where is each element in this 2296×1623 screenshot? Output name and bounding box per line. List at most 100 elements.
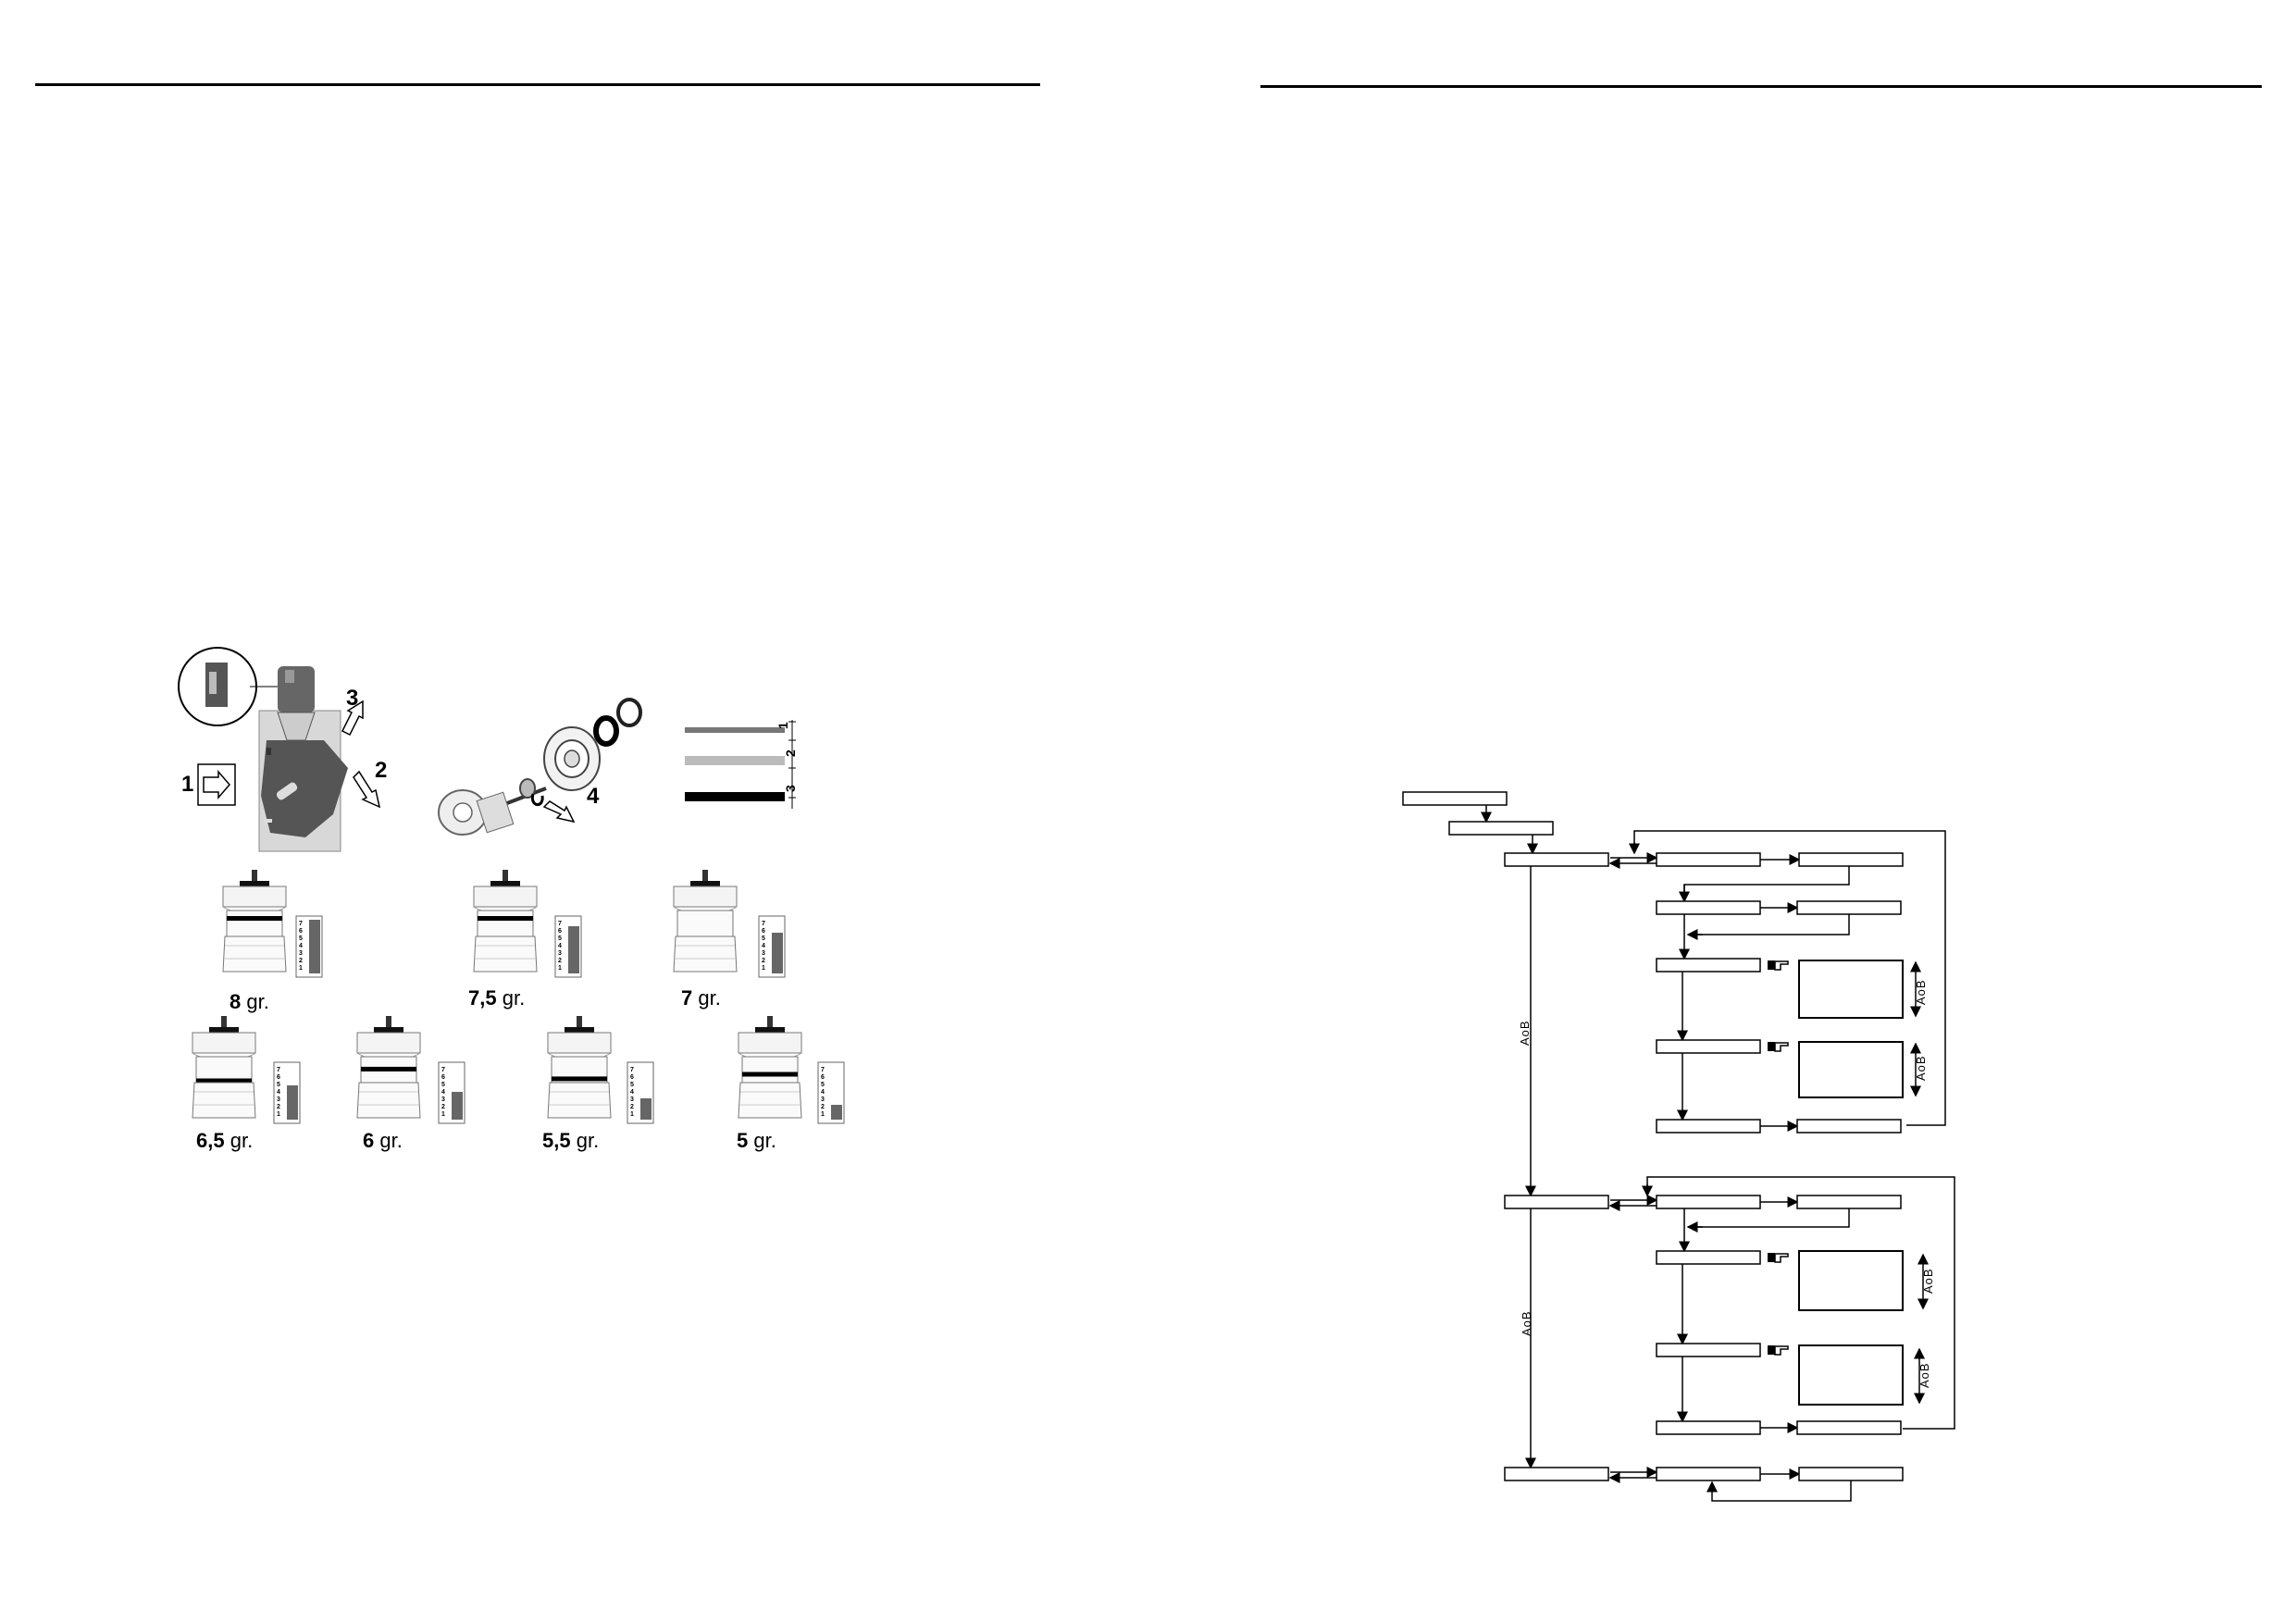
- aob-label-row-7: AoB: [1917, 1362, 1931, 1388]
- lower-body: [547, 1082, 612, 1119]
- lower-body: [192, 1082, 256, 1119]
- spindle: [702, 870, 708, 881]
- spindle: [386, 1016, 391, 1027]
- scale-digit: 5: [762, 935, 765, 942]
- weight-ring: [742, 1072, 798, 1077]
- aob-label-section-1: AoB: [1518, 1020, 1532, 1046]
- scale-digit: 7: [558, 921, 562, 927]
- left-header-rule: [35, 83, 1040, 86]
- scale-digit: 3: [299, 950, 303, 957]
- lower-body: [356, 1082, 421, 1119]
- spindle: [767, 1016, 773, 1027]
- step-1-label: 1: [181, 772, 193, 797]
- scale-fill: [452, 1092, 463, 1120]
- spindle: [221, 1016, 227, 1027]
- spindle: [503, 870, 508, 881]
- scale-digit: 3: [630, 1096, 634, 1103]
- scale-digit: 2: [821, 1104, 825, 1110]
- upper-body: [547, 1032, 612, 1054]
- scale-digit: 4: [441, 1089, 445, 1096]
- scale-digit: 5: [558, 935, 562, 942]
- aob-label-row-4: AoB: [1914, 1055, 1928, 1081]
- color-bars: [685, 720, 796, 809]
- scale-digit: 2: [558, 958, 562, 964]
- spindle: [577, 1016, 582, 1027]
- scale-digit: 2: [630, 1104, 634, 1110]
- pointing-hand-icon: [1768, 960, 1789, 971]
- weight-ring: [361, 1066, 416, 1072]
- scale-digit: 2: [762, 958, 765, 964]
- weight-6-5-label: 6,5 gr.: [196, 1129, 253, 1152]
- upper-body: [473, 886, 538, 908]
- scale-digit: 3: [762, 950, 765, 957]
- scale-digit: 6: [277, 1074, 280, 1081]
- scale-digit: 2: [441, 1104, 445, 1110]
- scale-digit: 6: [821, 1074, 825, 1081]
- scale-digit: 6: [441, 1074, 445, 1081]
- pointing-hand-icon: [1768, 1042, 1789, 1052]
- weight-ring: [196, 1078, 252, 1084]
- lower-body: [738, 1082, 802, 1119]
- upper-body: [673, 886, 738, 908]
- scale-digit: 4: [630, 1089, 634, 1096]
- scale-digit: 7: [630, 1067, 634, 1073]
- lower-body: [673, 935, 738, 973]
- cap: [690, 881, 720, 886]
- scale-digit: 7: [277, 1067, 280, 1073]
- step-3-label: 3: [346, 686, 358, 711]
- weight-5-label: 5 gr.: [737, 1129, 776, 1152]
- scale-digit: 7: [441, 1067, 445, 1073]
- scale-digit: 1: [441, 1111, 445, 1118]
- scale-digit: 5: [630, 1082, 634, 1088]
- scale-digit: 5: [299, 935, 303, 942]
- scale-digit: 7: [299, 921, 303, 927]
- weight-5-5-label: 5,5 gr.: [542, 1129, 599, 1152]
- step-4-label: 4: [587, 784, 600, 809]
- scale-digit: 3: [821, 1096, 825, 1103]
- mid-body: [226, 910, 283, 937]
- pointing-hand-icon: [1768, 1253, 1789, 1263]
- scale-digit: 4: [299, 943, 303, 949]
- mid-body: [676, 910, 734, 937]
- weight-assemblies: 7654321765432176543217654321765432176543…: [192, 870, 845, 1124]
- mid-body: [195, 1056, 253, 1084]
- scale-digit: 4: [277, 1089, 280, 1096]
- scale-digit: 1: [558, 965, 562, 972]
- weight-ring: [478, 916, 533, 921]
- scale-digit: 1: [299, 965, 303, 972]
- bar-2-label: 2: [783, 750, 798, 757]
- weight-8-label: 8 gr.: [230, 990, 269, 1013]
- lower-body: [473, 935, 538, 973]
- disassembly-illustration: [178, 647, 642, 852]
- mid-body: [741, 1056, 799, 1084]
- bar-3-label: 3: [783, 785, 798, 792]
- weight-ring: [552, 1076, 607, 1082]
- scale-digit: 2: [277, 1104, 280, 1110]
- scale-fill: [831, 1105, 842, 1120]
- cap: [490, 881, 520, 886]
- scale-digit: 2: [299, 958, 303, 964]
- scale-digit: 3: [277, 1096, 280, 1103]
- cap: [755, 1027, 785, 1033]
- upper-body: [222, 886, 287, 908]
- scale-digit: 4: [821, 1089, 825, 1096]
- menu-flowchart: [1402, 791, 1955, 1502]
- aob-label-row-3: AoB: [1914, 979, 1928, 1005]
- scale-fill: [309, 920, 320, 973]
- scale-digit: 5: [441, 1082, 445, 1088]
- scale-digit: 3: [558, 950, 562, 957]
- mid-body: [477, 910, 534, 937]
- pointing-hand-icon: [1768, 1345, 1789, 1356]
- lower-body: [222, 935, 287, 973]
- scale-digit: 1: [821, 1111, 825, 1118]
- step-2-label: 2: [375, 758, 387, 783]
- weight-6-label: 6 gr.: [363, 1129, 403, 1152]
- right-header-rule: [1260, 85, 2262, 88]
- cap: [565, 1027, 594, 1033]
- scale-digit: 6: [299, 928, 303, 935]
